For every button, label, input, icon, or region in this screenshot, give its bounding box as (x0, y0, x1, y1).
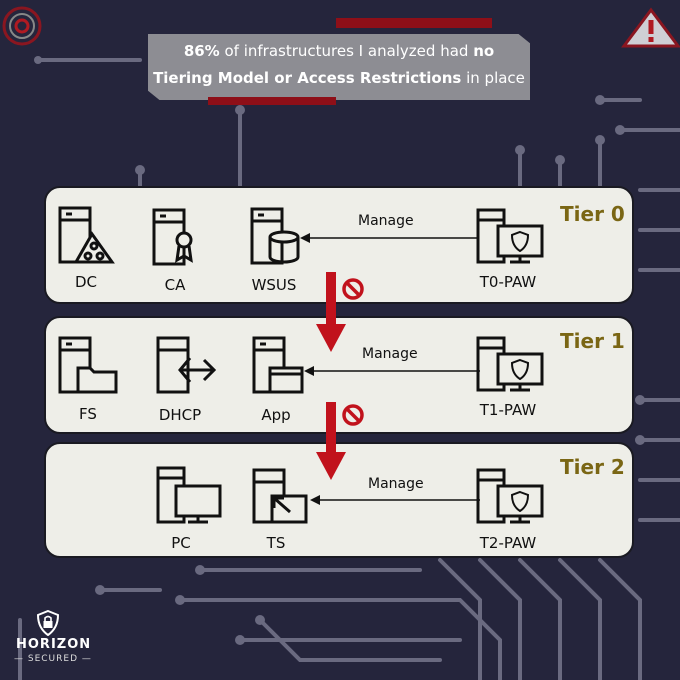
banner-accent-bottom (208, 97, 336, 105)
headline-text: 86% of infrastructures I analyzed had no… (148, 38, 530, 92)
headline-banner (148, 34, 530, 100)
tier-1-paw-icon (476, 336, 544, 392)
tier-0-title: Tier 0 (560, 202, 625, 226)
tier-1-item-app: App (261, 406, 291, 424)
tier-0-item-wsus: WSUS (251, 276, 297, 294)
terminal-server-icon (252, 468, 308, 524)
warning-icon (621, 7, 680, 48)
tier-1-manage-label: Manage (362, 346, 418, 362)
tier-0-item-ca: CA (164, 276, 186, 294)
wsus-server-icon (250, 207, 300, 265)
pc-icon (156, 466, 222, 524)
tier-2-paw-icon (476, 468, 544, 524)
tier-2-paw-label: T2-PAW (479, 534, 537, 552)
headline-part2: in place (461, 69, 525, 87)
file-server-icon (58, 336, 118, 394)
tier-0-paw-label: T0-PAW (479, 273, 537, 291)
headline-bold-1: no (473, 42, 495, 60)
domain-controller-icon (58, 206, 115, 264)
shield-lock-icon (36, 610, 60, 636)
tier-1-item-fs: FS (79, 405, 97, 423)
headline-bold-2: Tiering Model or Access Restrictions (153, 69, 462, 87)
tier-2-item-ts: TS (266, 534, 286, 552)
banner-accent-top (336, 18, 492, 28)
tier-1-item-dhcp: DHCP (158, 406, 202, 424)
tier-1-manage-arrow (304, 366, 480, 376)
tier-2-manage-label: Manage (368, 476, 424, 492)
tier-2-item-pc: PC (171, 534, 191, 552)
headline-percent: 86% (183, 42, 220, 60)
brand-tagline: — SECURED — (14, 654, 92, 664)
target-icon (2, 6, 42, 46)
no-entry-icon-0-1 (342, 278, 364, 300)
tier-2-manage-arrow (310, 495, 480, 505)
app-server-icon (252, 336, 304, 394)
tier-0-manage-arrow (300, 233, 478, 243)
red-down-arrow-1-2 (316, 402, 346, 480)
tier-2-title: Tier 2 (560, 455, 625, 479)
dhcp-server-icon (156, 336, 217, 394)
tier-0-paw-icon (476, 208, 544, 264)
red-down-arrow-0-1 (316, 272, 346, 352)
brand-name: HORIZON (16, 637, 92, 652)
headline-part1: of infrastructures I analyzed had (219, 42, 474, 60)
certificate-authority-icon (152, 208, 193, 266)
tier-0-item-dc: DC (74, 273, 98, 291)
tier-0-manage-label: Manage (358, 213, 414, 229)
no-entry-icon-1-2 (342, 404, 364, 426)
tier-1-title: Tier 1 (560, 329, 625, 353)
tier-1-paw-label: T1-PAW (479, 401, 537, 419)
